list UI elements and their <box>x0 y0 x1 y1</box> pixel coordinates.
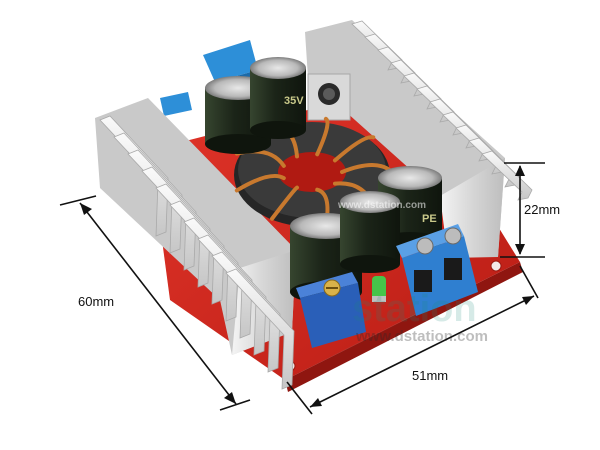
dimension-length <box>59 195 251 411</box>
coil-winding <box>234 173 286 193</box>
terminal-block <box>396 224 478 316</box>
coil-winding <box>270 185 299 221</box>
height-dimension-label: 22mm <box>524 202 561 217</box>
heatsink-fin <box>225 268 295 390</box>
capacitor-series-mark: PE <box>422 213 437 225</box>
dimension-width <box>286 265 539 415</box>
small-blue-component <box>160 92 192 116</box>
capacitor-top-2 <box>250 57 306 139</box>
trimmer-potentiometer <box>296 272 366 348</box>
dimension-height <box>500 162 545 258</box>
length-dimension-label: 60mm <box>78 294 115 309</box>
width-dimension-label: 51mm <box>412 368 449 383</box>
coil-winding <box>332 135 376 163</box>
terminal-screw <box>416 237 434 255</box>
mounting-hole <box>490 260 502 272</box>
led-indicator <box>372 276 386 302</box>
coil-winding <box>315 116 330 157</box>
capacitor-bottom-2 <box>340 191 400 273</box>
heatsink-left <box>95 98 296 390</box>
capacitor-voltage-mark: 35V <box>284 95 304 107</box>
terminal-screw <box>444 227 462 245</box>
